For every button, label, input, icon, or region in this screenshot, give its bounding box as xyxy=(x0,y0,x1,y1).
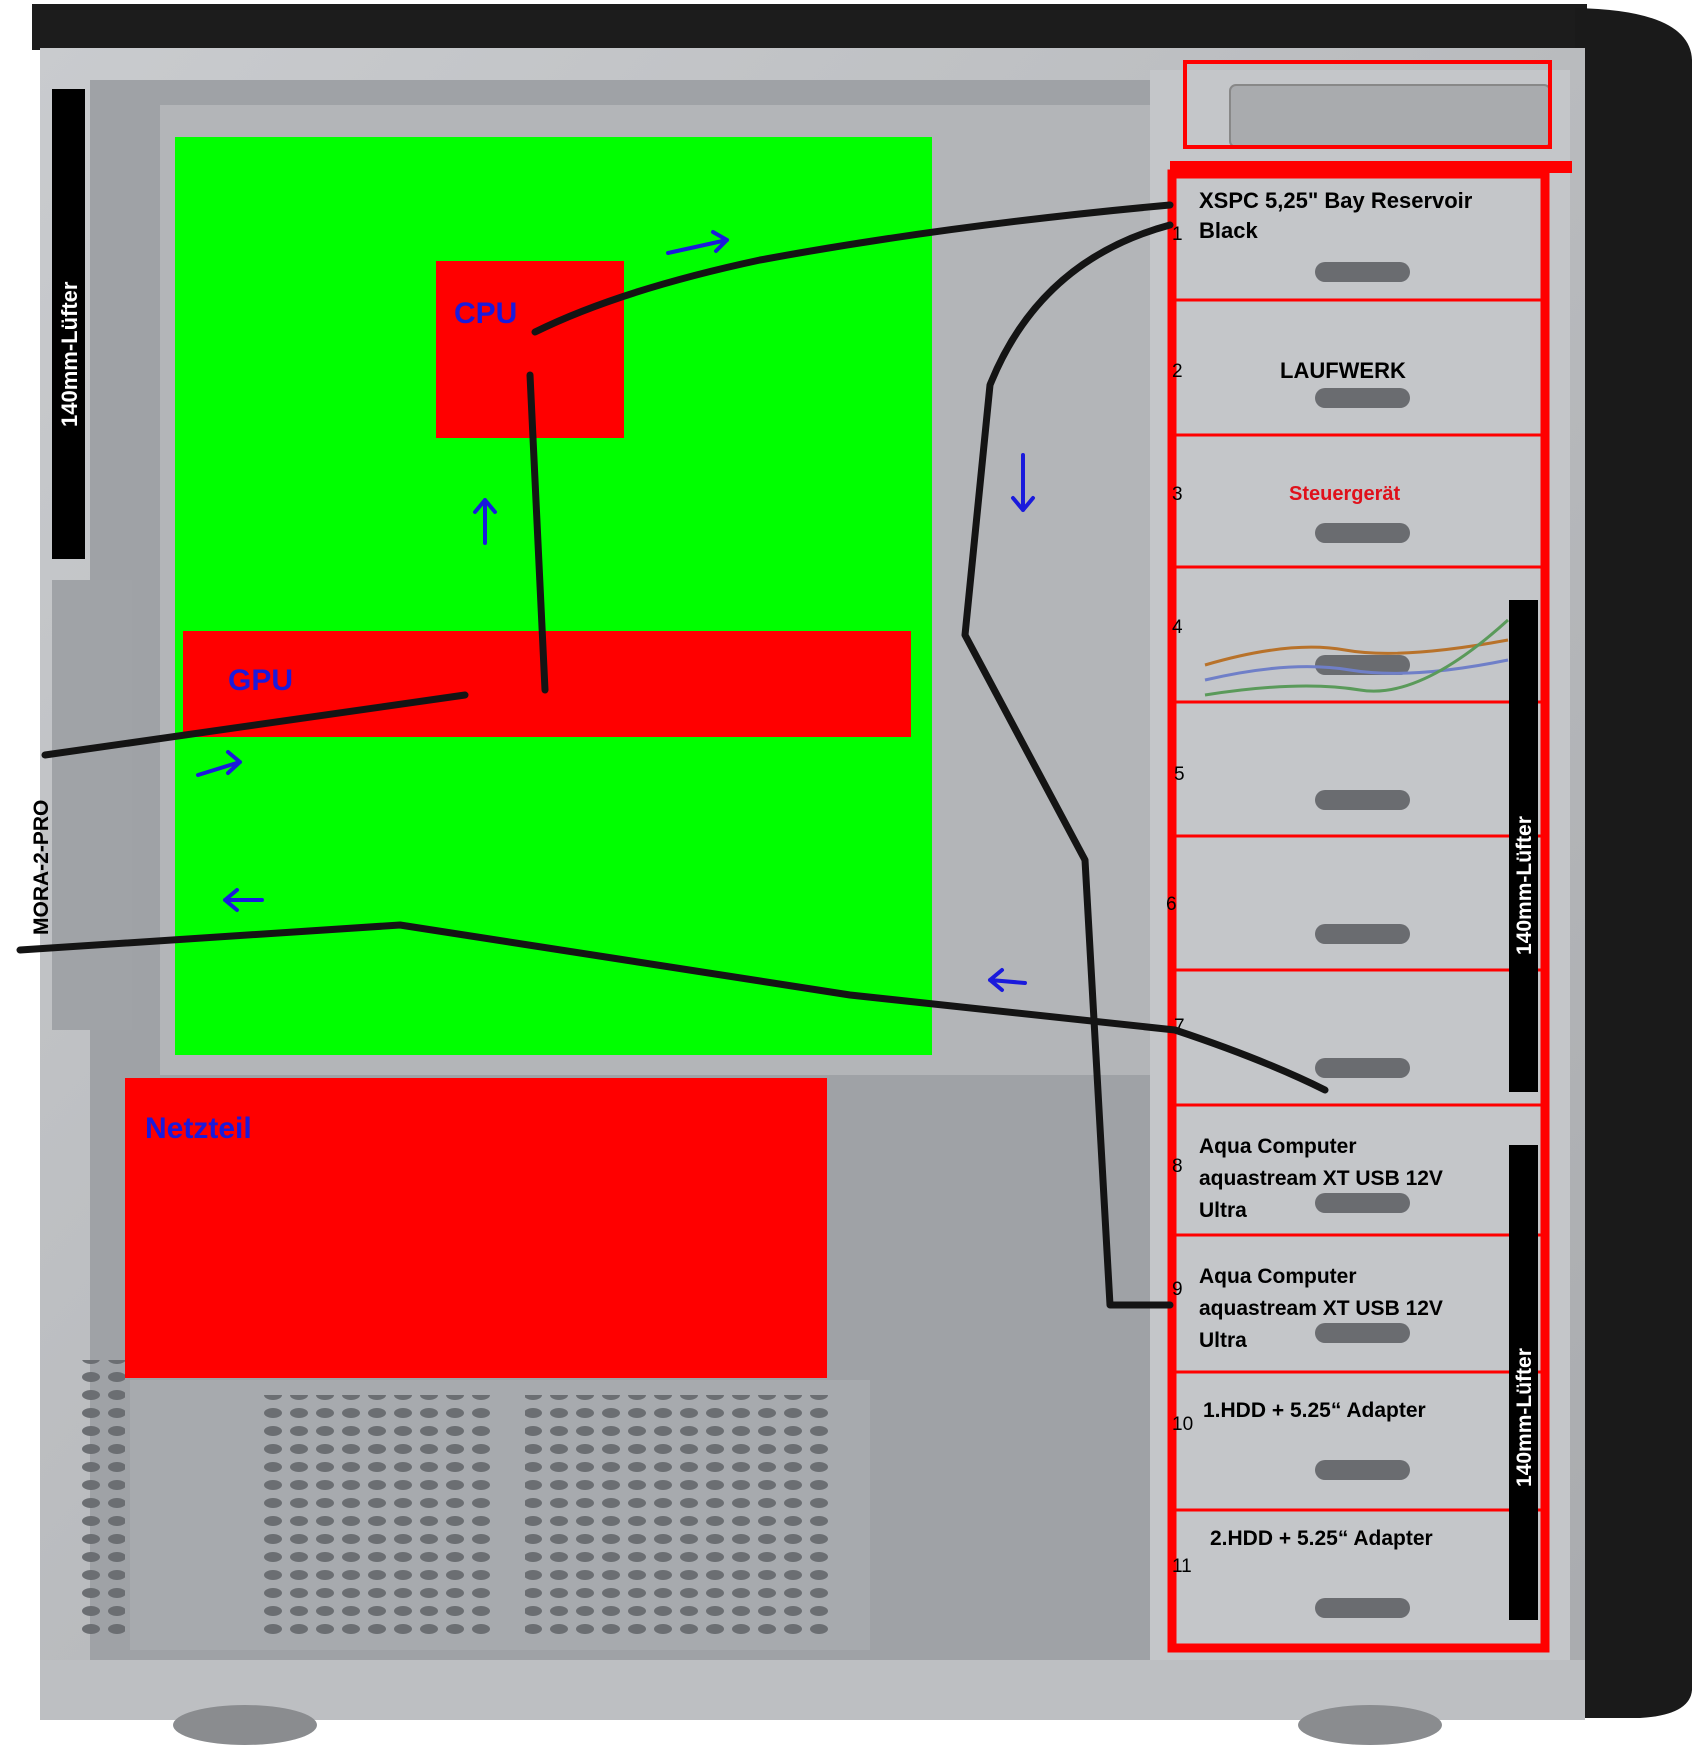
bay-dividers xyxy=(1172,298,1545,1512)
bay-4-number: 4 xyxy=(1172,617,1183,638)
radiator-label: MORA-2-PRO xyxy=(30,800,53,935)
flow-arrow-2 xyxy=(473,498,497,545)
bay-slot-11 xyxy=(1315,1598,1410,1618)
flow-arrows xyxy=(196,230,1035,992)
water-tubes xyxy=(16,201,1329,1309)
top-bay-outline xyxy=(1183,60,1552,149)
bay-3-line-1: Steuergerät xyxy=(1289,483,1400,505)
tube-cpu-to-reservoir xyxy=(531,201,1174,336)
bay-slot-1 xyxy=(1315,262,1410,282)
side-vent xyxy=(75,1360,125,1640)
bay-slot-9 xyxy=(1315,1323,1410,1343)
right-foot xyxy=(1298,1705,1442,1745)
front-fan-label-upper: 140mm-Lüfter xyxy=(1513,816,1536,955)
cable-bundle-1 xyxy=(1204,638,1509,667)
bay-slot-6 xyxy=(1315,924,1410,944)
bay-slot-2 xyxy=(1315,388,1410,408)
drive-cage xyxy=(1150,70,1570,1670)
expansion-slots xyxy=(52,580,132,1030)
flow-arrow-3 xyxy=(196,750,242,777)
bay-slot-3 xyxy=(1315,523,1410,543)
bay-slot-8 xyxy=(1315,1193,1410,1213)
bay-8-number: 8 xyxy=(1172,1156,1183,1177)
cable-bundle-2 xyxy=(1204,658,1509,682)
bay-8-line-2: aquastream XT USB 12V xyxy=(1199,1167,1443,1190)
psu-block xyxy=(125,1078,827,1378)
bay-2-number: 2 xyxy=(1172,361,1183,382)
flow-arrow-1 xyxy=(666,230,729,255)
bay-slots xyxy=(1315,262,1410,1618)
bay-9-line-1: Aqua Computer xyxy=(1199,1265,1357,1288)
bay-1-line-2: Black xyxy=(1199,218,1258,243)
flow-arrow-5 xyxy=(1011,453,1035,512)
bay-slot-4 xyxy=(1315,655,1410,675)
front-fan-bar-lower xyxy=(1509,1145,1538,1620)
bay-11-line-1: 2.HDD + 5.25“ Adapter xyxy=(1210,1527,1433,1550)
bay-slot-5 xyxy=(1315,790,1410,810)
front-fan-bar-upper xyxy=(1509,600,1538,1092)
front-panel xyxy=(1575,8,1692,1718)
cable-bundle-3 xyxy=(1204,618,1510,697)
rear-fan-bar xyxy=(52,89,85,559)
bay-labels: XSPC 5,25" Bay Reservoir Black LAUFWERK … xyxy=(1166,188,1473,1577)
cpu-label: CPU xyxy=(454,297,517,330)
rear-fan-label: 140mm-Lüfter xyxy=(57,281,82,427)
bay-9-line-2: aquastream XT USB 12V xyxy=(1199,1297,1443,1320)
bay-9-number: 9 xyxy=(1172,1279,1183,1300)
flow-arrow-6 xyxy=(988,968,1027,992)
bay-10-number: 10 xyxy=(1172,1414,1193,1435)
top-bay-frame xyxy=(1229,84,1551,148)
tube-radiator-to-gpu xyxy=(41,691,469,759)
psu-label: Netzteil xyxy=(145,1112,252,1145)
left-foot xyxy=(173,1705,317,1745)
bay-2-line-1: LAUFWERK xyxy=(1280,358,1406,383)
tube-pump-to-radiator xyxy=(16,921,1329,1094)
bay-slot-7 xyxy=(1315,1058,1410,1078)
case-top-edge xyxy=(32,4,1587,50)
gpu-label: GPU xyxy=(228,664,293,697)
drive-bays xyxy=(1167,161,1572,1653)
bay-11-number: 11 xyxy=(1172,1556,1192,1577)
bay-10-line-1: 1.HDD + 5.25“ Adapter xyxy=(1203,1399,1426,1422)
bay-8-line-3: Ultra xyxy=(1199,1199,1247,1222)
bay-3-number: 3 xyxy=(1172,484,1183,505)
bay-slot-10 xyxy=(1315,1460,1410,1480)
drive-bays-outline xyxy=(1167,169,1550,1653)
hdd-cage-vent-left xyxy=(260,1395,490,1635)
tube-reservoir-to-pump xyxy=(961,221,1174,1309)
front-fan-label-lower: 140mm-Lüfter xyxy=(1513,1348,1536,1487)
bay-1-number: 1 xyxy=(1172,224,1183,245)
bay-7-number: 7 xyxy=(1174,1016,1185,1037)
tube-gpu-to-cpu xyxy=(526,371,549,694)
bay-9-line-3: Ultra xyxy=(1199,1329,1247,1352)
bay-8-line-1: Aqua Computer xyxy=(1199,1135,1357,1158)
bay-5-number: 5 xyxy=(1174,764,1185,785)
flow-arrow-4 xyxy=(223,888,264,912)
bay-6-number: 6 xyxy=(1166,894,1177,915)
bay-1-line-1: XSPC 5,25" Bay Reservoir xyxy=(1199,188,1473,213)
hdd-cage-vent-right xyxy=(525,1395,830,1635)
